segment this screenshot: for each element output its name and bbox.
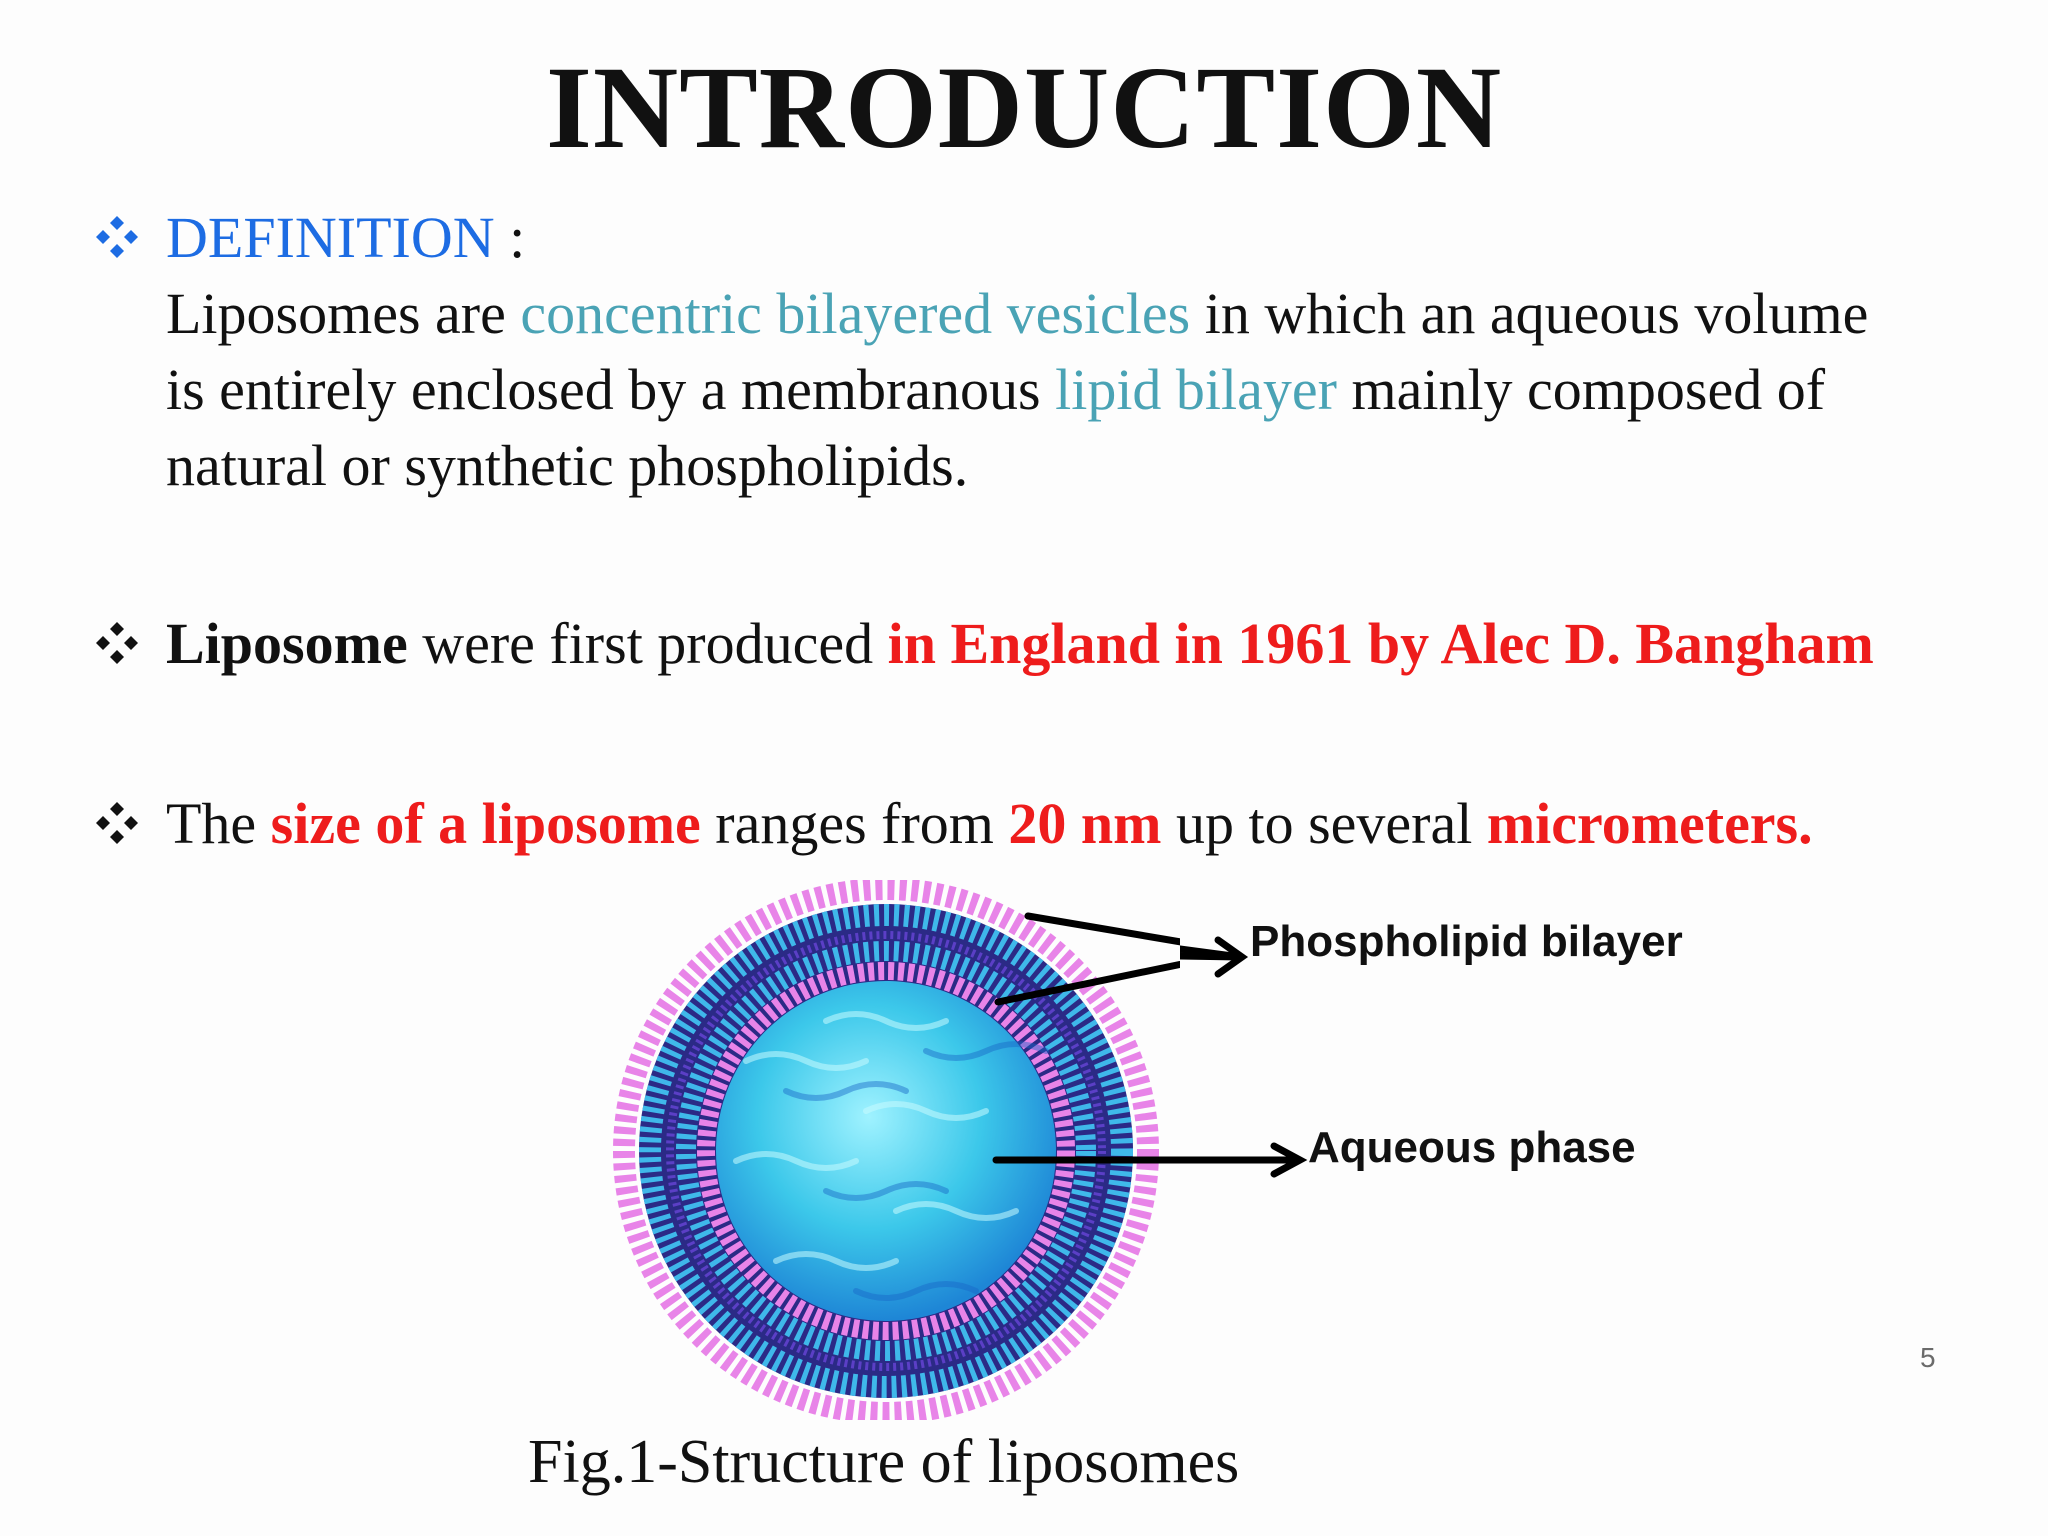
definition-line-2: is entirely enclosed by a membranous lip… [166,352,1825,428]
tail-interface [666,931,1106,1371]
size-text: The [166,791,271,856]
slide-title: INTRODUCTION [545,42,1503,173]
definition-line-3: natural or synthetic phospholipids. [166,433,969,498]
pointer-arrows [992,912,1180,1164]
definition-highlight: concentric bilayered vesicles [520,281,1191,346]
definition-highlight: lipid bilayer [1055,357,1337,422]
definition-text: in which an aqueous volume [1190,281,1869,346]
definition-text: Liposomes are [166,281,521,346]
aqueous-core [716,981,1056,1321]
size-text: up to several [1161,791,1487,856]
diamond-bullet-icon [96,802,138,844]
definition-heading: DEFINITION [166,205,495,270]
label-phospholipid-bilayer: Phospholipid bilayer [1250,917,1683,966]
history-bold: Liposome [166,611,408,676]
arrow-aqueous [1180,1142,1308,1178]
size-emphasis: micrometers. [1486,791,1813,856]
history-emphasis: in England in 1961 by Alec D. Bangham [887,611,1874,676]
arrowheads [1180,936,1249,978]
history-bullet: Liposome were first produced in England … [166,606,1874,682]
inner-head-layer [697,962,1075,1340]
figure-caption: Fig.1-Structure of liposomes [528,1428,1240,1496]
definition-text: is entirely enclosed by a membranous [166,357,1056,422]
size-text: ranges from [700,791,1009,856]
water-ripples [733,1011,1019,1271]
history-text: were first produced [407,611,888,676]
definition-colon: : [494,205,526,270]
definition-line-1: Liposomes are concentric bilayered vesic… [166,276,1868,352]
label-aqueous-phase: Aqueous phase [1308,1123,1636,1172]
size-bullet: The size of a liposome ranges from 20 nm… [166,786,1813,862]
outer-tail-layer [639,904,1133,1398]
page-number: 5 [1920,1342,1936,1373]
diamond-bullet-icon [96,622,138,664]
liposome-diagram [613,880,1180,1420]
size-emphasis: 20 nm [1008,791,1162,856]
outer-head-layer [613,880,1159,1420]
inner-tail-layer [676,941,1096,1361]
definition-heading-line: DEFINITION : [166,200,525,276]
definition-text: mainly composed of [1336,357,1826,422]
diamond-bullet-icon [96,216,138,258]
size-emphasis: size of a liposome [270,791,701,856]
